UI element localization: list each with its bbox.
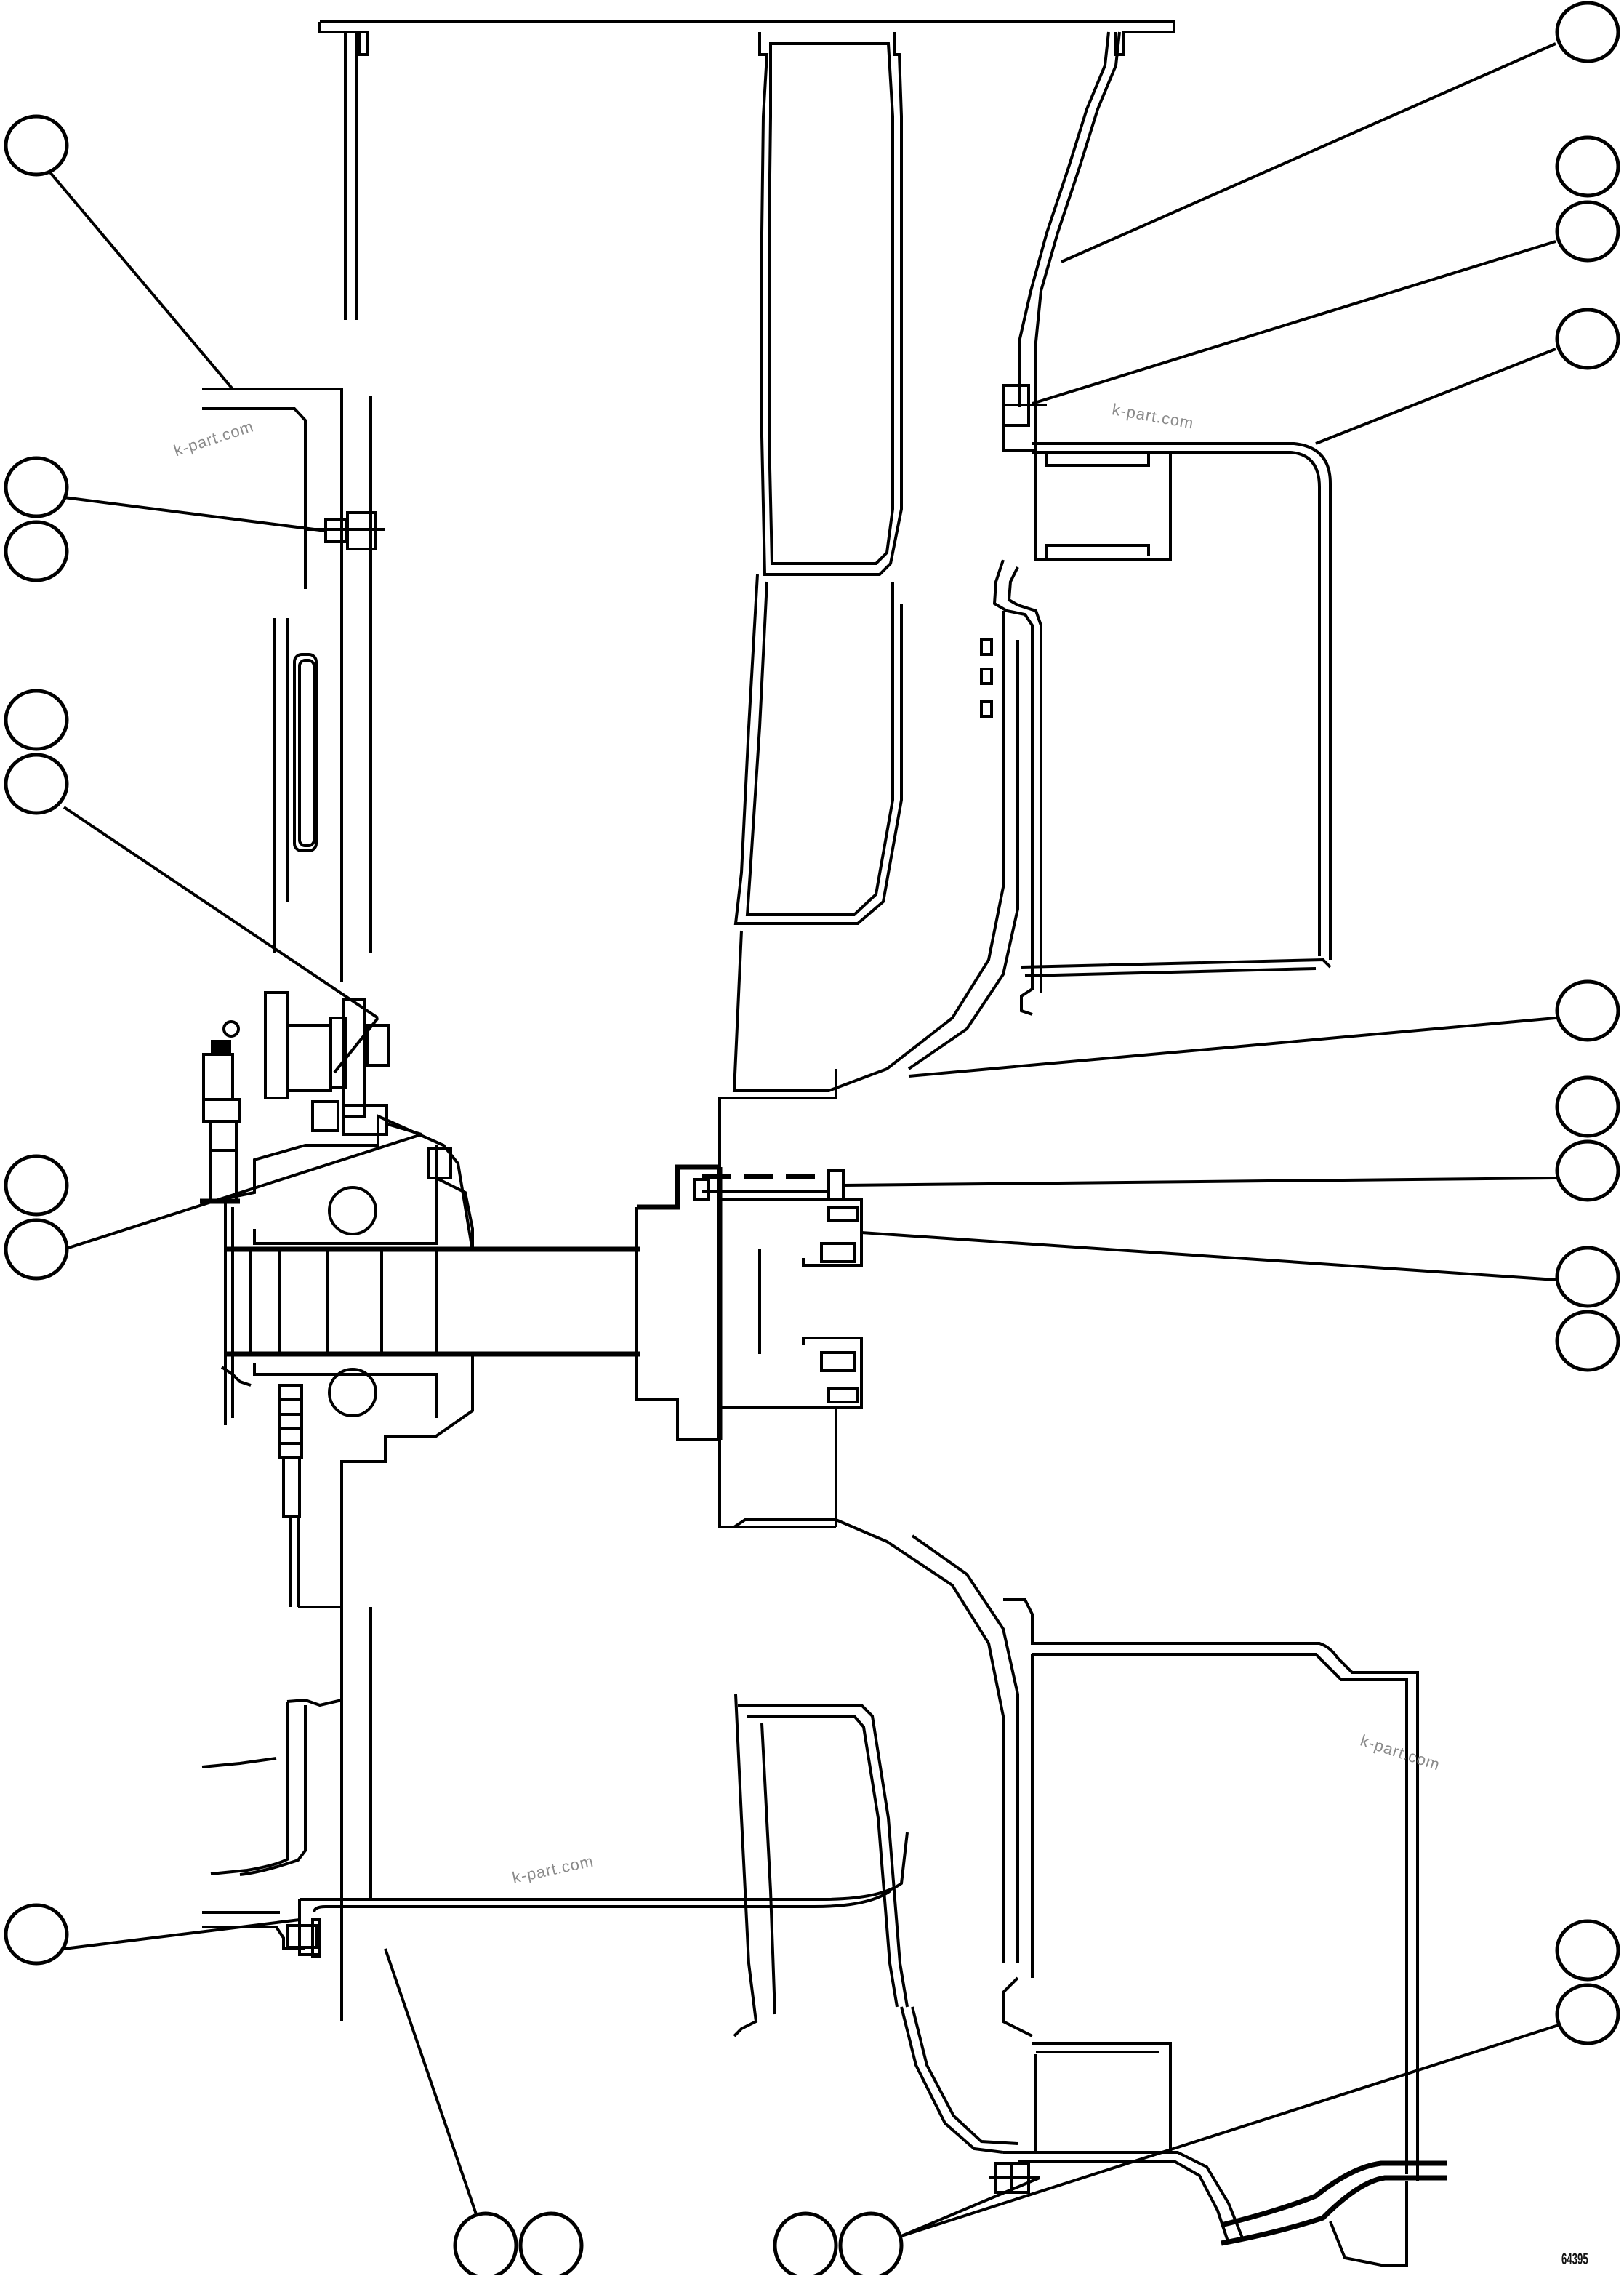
callout-B3 [773, 2211, 838, 2275]
callout-R10 [1555, 1919, 1620, 1982]
callout-label-R5 [1555, 980, 1620, 1041]
bearing-housing [217, 1113, 640, 1608]
callout-L3 [4, 520, 69, 582]
callout-R5 [1555, 979, 1620, 1042]
callout-label-R10 [1555, 1920, 1620, 1981]
callout-R6 [1555, 1075, 1620, 1138]
callout-label-L4 [4, 689, 69, 750]
callout-label-L1 [4, 115, 69, 176]
callout-label-B2 [518, 2215, 584, 2276]
callout-R11 [1555, 1983, 1620, 2045]
callout-label-R2 [1555, 136, 1620, 197]
callout-label-L2 [4, 457, 69, 518]
figure-id: 64395 [1561, 2250, 1588, 2268]
callout-R9 [1555, 1310, 1620, 1372]
impeller-hub [635, 1069, 863, 1528]
top-inlet-flange [318, 20, 1175, 407]
callout-L7 [4, 1218, 69, 1281]
callout-label-R6 [1555, 1076, 1620, 1137]
callout-L4 [4, 689, 69, 751]
lower-left-frame [201, 1600, 909, 2021]
callout-label-L3 [4, 521, 69, 582]
callout-label-R11 [1555, 1984, 1620, 2045]
callout-label-R7 [1555, 1140, 1620, 1201]
callout-label-B3 [773, 2215, 838, 2276]
callout-R7 [1555, 1139, 1620, 1202]
callout-label-L8 [4, 1904, 69, 1965]
callout-label-R1 [1555, 1, 1620, 63]
callout-circles [4, 1, 1620, 2275]
callout-R4 [1555, 308, 1620, 370]
callout-label-R4 [1555, 308, 1620, 369]
callout-label-L7 [4, 1219, 69, 1280]
callout-label-L5 [4, 753, 69, 814]
callout-label-R8 [1555, 1246, 1620, 1307]
callout-R1 [1555, 1, 1620, 63]
upper-impeller-blade [732, 32, 1019, 1092]
callout-L6 [4, 1154, 69, 1217]
upper-right-housing [980, 384, 1332, 1016]
callout-label-R9 [1555, 1310, 1620, 1371]
callout-R8 [1555, 1246, 1620, 1308]
callout-L8 [4, 1903, 69, 1966]
callout-B4 [838, 2211, 904, 2275]
callout-label-B1 [453, 2215, 518, 2276]
left-frame [202, 388, 385, 982]
lower-right-housing [989, 1598, 1447, 2267]
callout-B2 [518, 2211, 584, 2275]
lower-impeller-blade [733, 1518, 1019, 2154]
callout-L5 [4, 753, 69, 815]
callout-L1 [4, 114, 69, 177]
callout-R3 [1555, 200, 1620, 263]
sensor-assembly [200, 991, 390, 1204]
callout-L2 [4, 456, 69, 518]
callout-R2 [1555, 135, 1620, 198]
callout-label-L6 [4, 1155, 69, 1216]
leader-lines [48, 42, 1559, 2237]
callout-B1 [453, 2211, 518, 2275]
callout-label-B4 [838, 2215, 904, 2276]
callout-label-R3 [1555, 201, 1620, 262]
